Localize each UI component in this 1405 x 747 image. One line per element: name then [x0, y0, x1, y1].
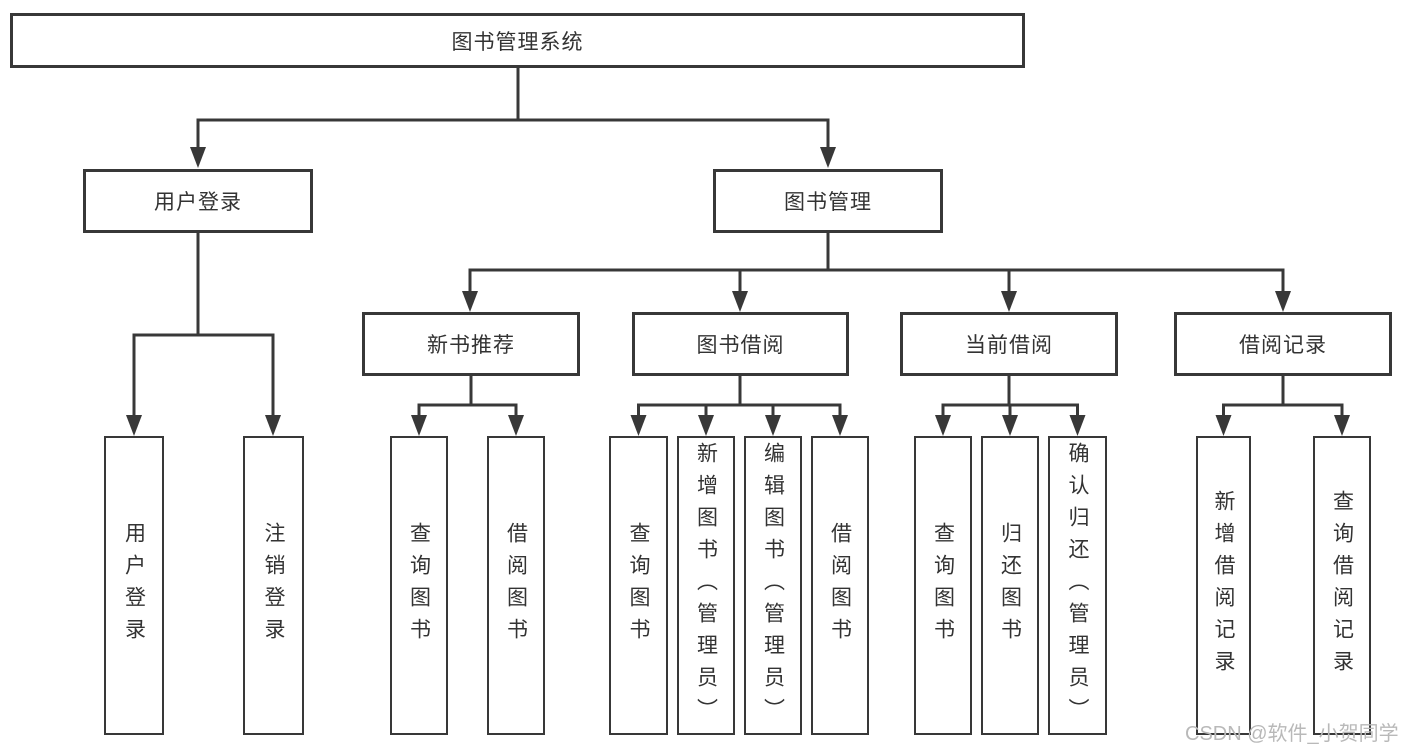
node-system-root: 图书管理系统: [10, 13, 1025, 68]
leaf-label: 归还图书: [998, 521, 1022, 650]
leaf-label: 查询图书: [931, 521, 955, 650]
leaf-label: 编辑图书（管理员）: [761, 441, 785, 730]
node-user-login: 用户登录: [83, 169, 313, 233]
leaf-query-borrow-record: 查询借阅记录: [1313, 436, 1371, 735]
leaf-edit-books-admin: 编辑图书（管理员）: [744, 436, 802, 735]
leaf-user-login: 用户登录: [104, 436, 164, 735]
node-current-borrow: 当前借阅: [900, 312, 1118, 376]
node-label: 当前借阅: [965, 334, 1053, 357]
leaf-label: 借阅图书: [504, 521, 528, 650]
leaf-label: 确认归还（管理员）: [1066, 441, 1089, 730]
leaf-label: 新增图书（管理员）: [694, 441, 718, 730]
leaf-add-borrow-record: 新增借阅记录: [1196, 436, 1251, 735]
node-label: 新书推荐: [427, 334, 515, 357]
leaf-label: 查询借阅记录: [1330, 489, 1354, 682]
node-label: 图书管理系统: [451, 30, 584, 54]
leaf-label: 新增借阅记录: [1212, 489, 1235, 682]
leaf-logout: 注销登录: [243, 436, 304, 735]
leaf-label: 借阅图书: [828, 521, 852, 650]
leaf-query-books-current: 查询图书: [914, 436, 972, 735]
leaf-label: 注销登录: [262, 521, 285, 650]
leaf-borrow-books-recommend: 借阅图书: [487, 436, 545, 735]
node-borrow-record: 借阅记录: [1174, 312, 1392, 376]
node-label: 借阅记录: [1239, 334, 1327, 357]
node-label: 图书借阅: [696, 334, 785, 357]
leaf-label: 查询图书: [407, 521, 431, 650]
leaf-query-books-recommend: 查询图书: [390, 436, 448, 735]
leaf-label: 查询图书: [627, 521, 650, 650]
leaf-borrow-books: 借阅图书: [811, 436, 869, 735]
leaf-query-books-borrow: 查询图书: [609, 436, 668, 735]
node-new-book-recommend: 新书推荐: [362, 312, 580, 376]
leaf-add-books-admin: 新增图书（管理员）: [677, 436, 735, 735]
csdn-watermark: CSDN @软件_小贺同学: [1185, 723, 1399, 745]
arrowhead-icons: [126, 147, 1350, 436]
node-label: 用户登录: [154, 191, 242, 214]
node-book-borrow: 图书借阅: [632, 312, 849, 376]
leaf-confirm-return-admin: 确认归还（管理员）: [1048, 436, 1107, 735]
leaf-label: 用户登录: [122, 521, 146, 650]
node-label: 图书管理: [784, 191, 872, 214]
leaf-return-books: 归还图书: [981, 436, 1039, 735]
node-book-management: 图书管理: [713, 169, 943, 233]
